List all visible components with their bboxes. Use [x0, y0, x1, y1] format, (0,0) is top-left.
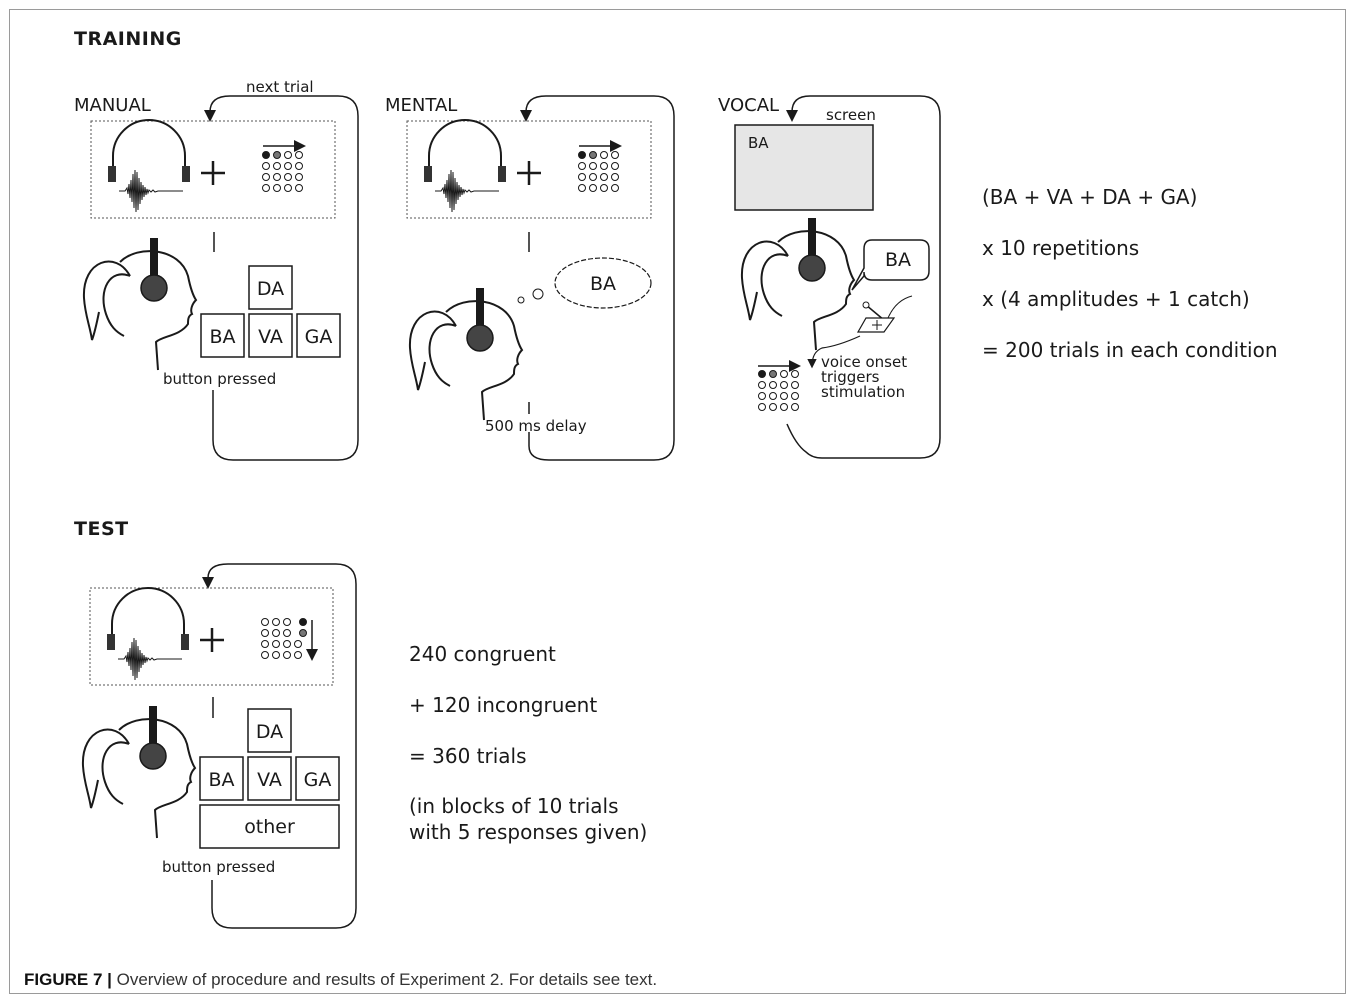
key-va[interactable]: [248, 313, 293, 358]
training-heading: TRAINING: [74, 28, 182, 50]
headphones-icon: [106, 587, 190, 681]
thought-text: BA: [590, 273, 616, 295]
key-ga-label: GA: [305, 326, 333, 348]
caption-label: FIGURE 7 |: [24, 970, 112, 989]
summary-line: x (4 amplitudes + 1 catch): [982, 287, 1250, 311]
key-da-label: DA: [256, 721, 283, 743]
stimulator-grid-icon: [262, 151, 303, 192]
girl-head-icon: [81, 705, 196, 839]
summary-line: 240 congruent: [409, 642, 556, 666]
summary-line: (in blocks of 10 trials: [409, 794, 619, 818]
speech-text: BA: [885, 249, 911, 271]
manual-loop-arrow: [204, 95, 359, 461]
key-other-label: other: [244, 816, 295, 838]
screen-label: screen: [826, 106, 876, 124]
key-other[interactable]: [199, 804, 340, 849]
speech-bubble-icon: [851, 239, 930, 291]
mental-panel: MENTAL BA 500 ms delay: [385, 95, 675, 461]
girl-head-icon: [408, 287, 523, 421]
headphones-icon: [423, 119, 507, 213]
key-ba-label: BA: [209, 326, 235, 348]
key-va[interactable]: [247, 756, 292, 801]
summary-line: + 120 incongruent: [409, 693, 597, 717]
stimulus-box: [90, 120, 336, 219]
stimulator-grid-icon: [758, 370, 799, 411]
key-da[interactable]: [247, 708, 292, 753]
microphone-icon: [856, 295, 913, 333]
delay-label: 500 ms delay: [485, 417, 587, 435]
key-da-label: DA: [257, 278, 284, 300]
button-pressed-label: button pressed: [162, 858, 275, 876]
trigger-arrow: [807, 335, 861, 369]
manual-keypad: DA BA VA GA: [200, 265, 341, 358]
trigger-line-3: stimulation: [821, 383, 905, 401]
vocal-panel: VOCAL screen BA BA voice onset triggers …: [718, 95, 941, 459]
key-ba[interactable]: [199, 756, 244, 801]
stimulus-box: [406, 120, 652, 219]
vocal-title: VOCAL: [718, 95, 779, 116]
key-ba-label: BA: [208, 769, 234, 791]
figure-caption: FIGURE 7 | Overview of procedure and res…: [24, 970, 657, 990]
key-ga[interactable]: [296, 313, 341, 358]
vocal-loop-arrow: [786, 95, 941, 459]
caption-text: Overview of procedure and results of Exp…: [111, 970, 658, 989]
stimulator-grid-icon: [261, 618, 318, 661]
summary-line: with 5 responses given): [409, 820, 647, 844]
training-summary: (BA + VA + DA + GA) x 10 repetitions x (…: [982, 185, 1278, 362]
key-ba[interactable]: [200, 313, 245, 358]
manual-panel: MANUAL next trial DA BA VA GA button pre…: [74, 78, 359, 461]
key-va-label: VA: [257, 769, 282, 791]
girl-head-icon: [82, 237, 197, 371]
test-keypad: DA BA VA GA other: [199, 708, 340, 849]
mental-title: MENTAL: [385, 95, 457, 116]
button-pressed-label: button pressed: [163, 370, 276, 388]
mental-loop-arrow: [520, 95, 675, 461]
stimulator-grid-icon: [578, 151, 619, 192]
key-ga[interactable]: [295, 756, 340, 801]
test-loop-arrow: [202, 563, 357, 929]
screen-display: [734, 124, 874, 211]
key-va-label: VA: [258, 326, 283, 348]
plus-icon: [515, 159, 543, 187]
summary-line: = 200 trials in each condition: [982, 338, 1278, 362]
manual-title: MANUAL: [74, 95, 151, 116]
figure-frame: [9, 9, 1346, 994]
next-trial-label: next trial: [246, 78, 314, 96]
key-ga-label: GA: [304, 769, 332, 791]
summary-line: (BA + VA + DA + GA): [982, 185, 1197, 209]
test-summary: 240 congruent + 120 incongruent = 360 tr…: [409, 642, 647, 844]
stimulus-box: [89, 587, 334, 686]
summary-line: = 360 trials: [409, 744, 527, 768]
girl-head-icon: [740, 217, 855, 351]
test-heading: TEST: [74, 518, 129, 540]
thought-bubble-icon: [517, 257, 652, 309]
plus-icon: [199, 159, 227, 187]
screen-text: BA: [748, 134, 769, 152]
plus-icon: [198, 626, 226, 654]
headphones-icon: [107, 119, 191, 213]
key-da[interactable]: [248, 265, 293, 310]
trigger-line-2: triggers: [821, 368, 880, 386]
trigger-line-1: voice onset: [821, 353, 907, 371]
test-panel: DA BA VA GA other button pressed: [81, 563, 357, 929]
summary-line: x 10 repetitions: [982, 236, 1139, 260]
